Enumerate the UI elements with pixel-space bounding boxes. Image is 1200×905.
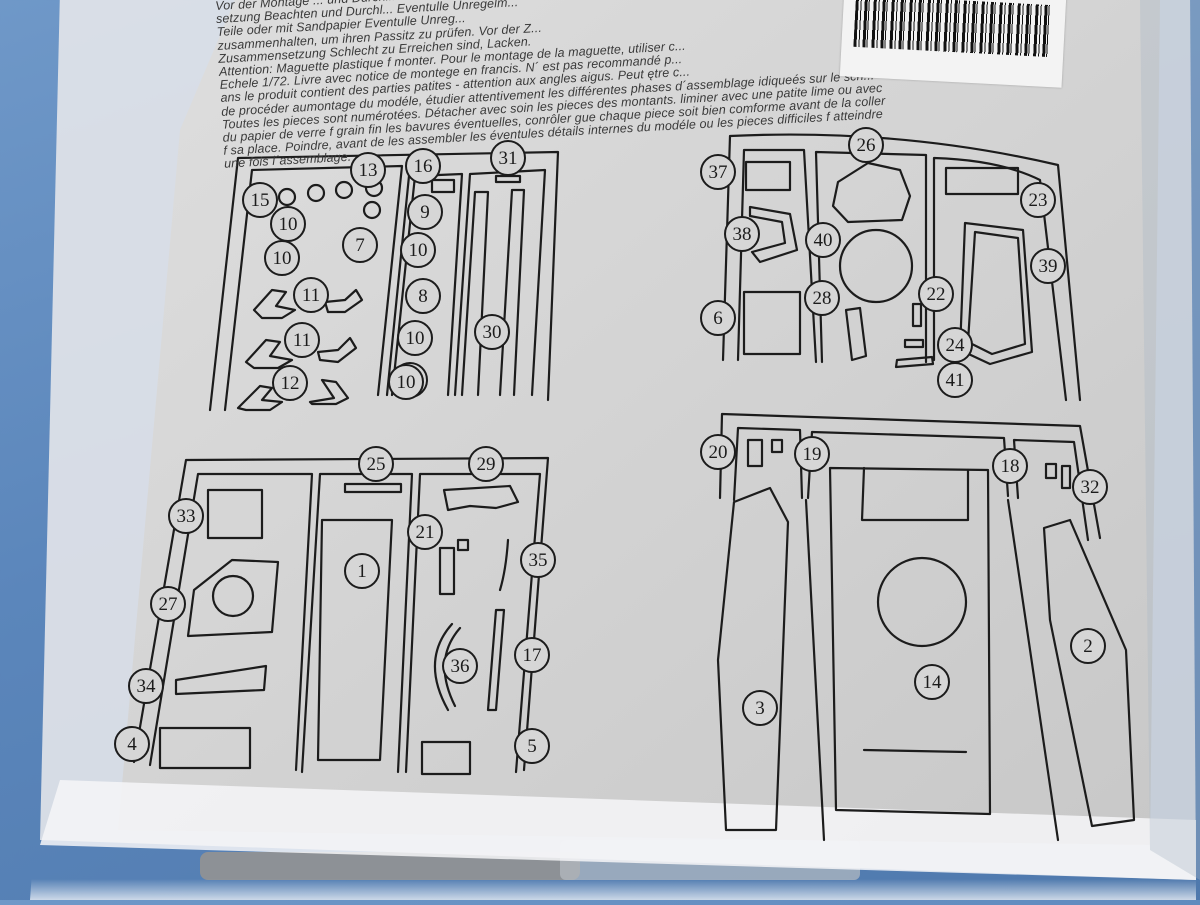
part-number-26: 26 [848, 127, 884, 163]
part-number-25: 25 [358, 446, 394, 482]
part-number-label: 6 [713, 308, 723, 329]
part-number-3: 3 [742, 690, 778, 726]
part-number-label: 5 [527, 736, 537, 757]
barcode-label [839, 0, 1067, 88]
part-number-10: 10 [388, 364, 424, 400]
part-number-label: 11 [302, 285, 320, 306]
part-number-30: 30 [474, 314, 510, 350]
part-number-label: 23 [1029, 190, 1048, 211]
part-number-label: 32 [1081, 477, 1100, 498]
part-number-label: 40 [814, 230, 833, 251]
part-number-31: 31 [490, 140, 526, 176]
part-number-label: 35 [529, 550, 548, 571]
part-number-40: 40 [805, 222, 841, 258]
part-number-bubbles: 1315163110109710811101110301210263723384… [114, 127, 1108, 764]
part-number-label: 24 [946, 335, 966, 356]
part-number-20: 20 [700, 434, 736, 470]
part-number-label: 37 [709, 162, 728, 183]
part-number-35: 35 [520, 542, 556, 578]
barcode-icon [853, 0, 1051, 58]
part-number-17: 17 [514, 637, 550, 673]
part-number-label: 29 [477, 454, 496, 475]
part-number-label: 2 [1083, 636, 1093, 657]
part-number-label: 10 [273, 248, 292, 269]
part-number-label: 10 [409, 240, 428, 261]
part-number-label: 14 [923, 672, 943, 693]
part-number-18: 18 [992, 448, 1028, 484]
part-number-label: 3 [755, 698, 765, 719]
part-number-32: 32 [1072, 469, 1108, 505]
part-number-4: 4 [114, 726, 150, 762]
instruction-sheet [118, 0, 1160, 845]
part-number-13: 13 [350, 152, 386, 188]
part-number-label: 18 [1001, 456, 1020, 477]
part-number-8: 8 [405, 278, 441, 314]
part-number-label: 12 [281, 373, 300, 394]
part-number-label: 41 [946, 370, 965, 391]
part-number-38: 38 [724, 216, 760, 252]
part-number-11: 11 [293, 277, 329, 313]
part-number-label: 34 [137, 676, 157, 697]
part-number-10: 10 [264, 240, 300, 276]
part-number-27: 27 [150, 586, 186, 622]
part-number-16: 16 [405, 148, 441, 184]
part-number-label: 20 [709, 442, 728, 463]
part-number-39: 39 [1030, 248, 1066, 284]
part-number-label: 28 [813, 288, 832, 309]
part-number-label: 22 [927, 284, 946, 305]
part-number-6: 6 [700, 300, 736, 336]
part-number-label: 8 [418, 286, 428, 307]
part-number-2: 2 [1070, 628, 1106, 664]
part-number-label: 36 [451, 656, 470, 677]
part-number-33: 33 [168, 498, 204, 534]
part-number-37: 37 [700, 154, 736, 190]
part-number-label: 30 [483, 322, 502, 343]
part-number-label: 4 [127, 734, 137, 755]
part-number-label: 19 [803, 444, 822, 465]
part-number-34: 34 [128, 668, 164, 704]
part-number-label: 31 [499, 148, 518, 169]
part-number-24: 24 [937, 327, 973, 363]
part-number-11: 11 [284, 322, 320, 358]
part-number-12: 12 [272, 365, 308, 401]
part-number-15: 15 [242, 182, 278, 218]
part-number-28: 28 [804, 280, 840, 316]
part-number-10: 10 [270, 206, 306, 242]
part-number-29: 29 [468, 446, 504, 482]
part-number-label: 10 [279, 214, 298, 235]
part-number-label: 38 [733, 224, 752, 245]
part-number-label: 26 [857, 135, 876, 156]
part-number-36: 36 [442, 648, 478, 684]
part-number-label: 39 [1039, 256, 1058, 277]
part-number-7: 7 [342, 227, 378, 263]
part-number-22: 22 [918, 276, 954, 312]
part-number-label: 11 [293, 330, 311, 351]
part-number-19: 19 [794, 436, 830, 472]
part-number-5: 5 [514, 728, 550, 764]
part-number-label: 21 [416, 522, 435, 543]
part-number-41: 41 [937, 362, 973, 398]
part-number-label: 1 [357, 561, 367, 582]
part-number-label: 13 [359, 160, 378, 181]
part-number-label: 9 [420, 202, 430, 223]
part-number-label: 7 [355, 235, 365, 256]
part-number-label: 33 [177, 506, 196, 527]
part-number-label: 16 [414, 156, 433, 177]
part-number-label: 10 [406, 328, 425, 349]
part-number-14: 14 [914, 664, 950, 700]
part-number-label: 17 [523, 645, 542, 666]
part-number-9: 9 [407, 194, 443, 230]
part-number-21: 21 [407, 514, 443, 550]
part-number-label: 10 [397, 372, 416, 393]
part-number-label: 27 [159, 594, 178, 615]
part-number-label: 25 [367, 454, 386, 475]
part-number-23: 23 [1020, 182, 1056, 218]
part-number-10: 10 [397, 320, 433, 356]
part-number-1: 1 [344, 553, 380, 589]
part-number-10: 10 [400, 232, 436, 268]
part-number-label: 15 [251, 190, 270, 211]
